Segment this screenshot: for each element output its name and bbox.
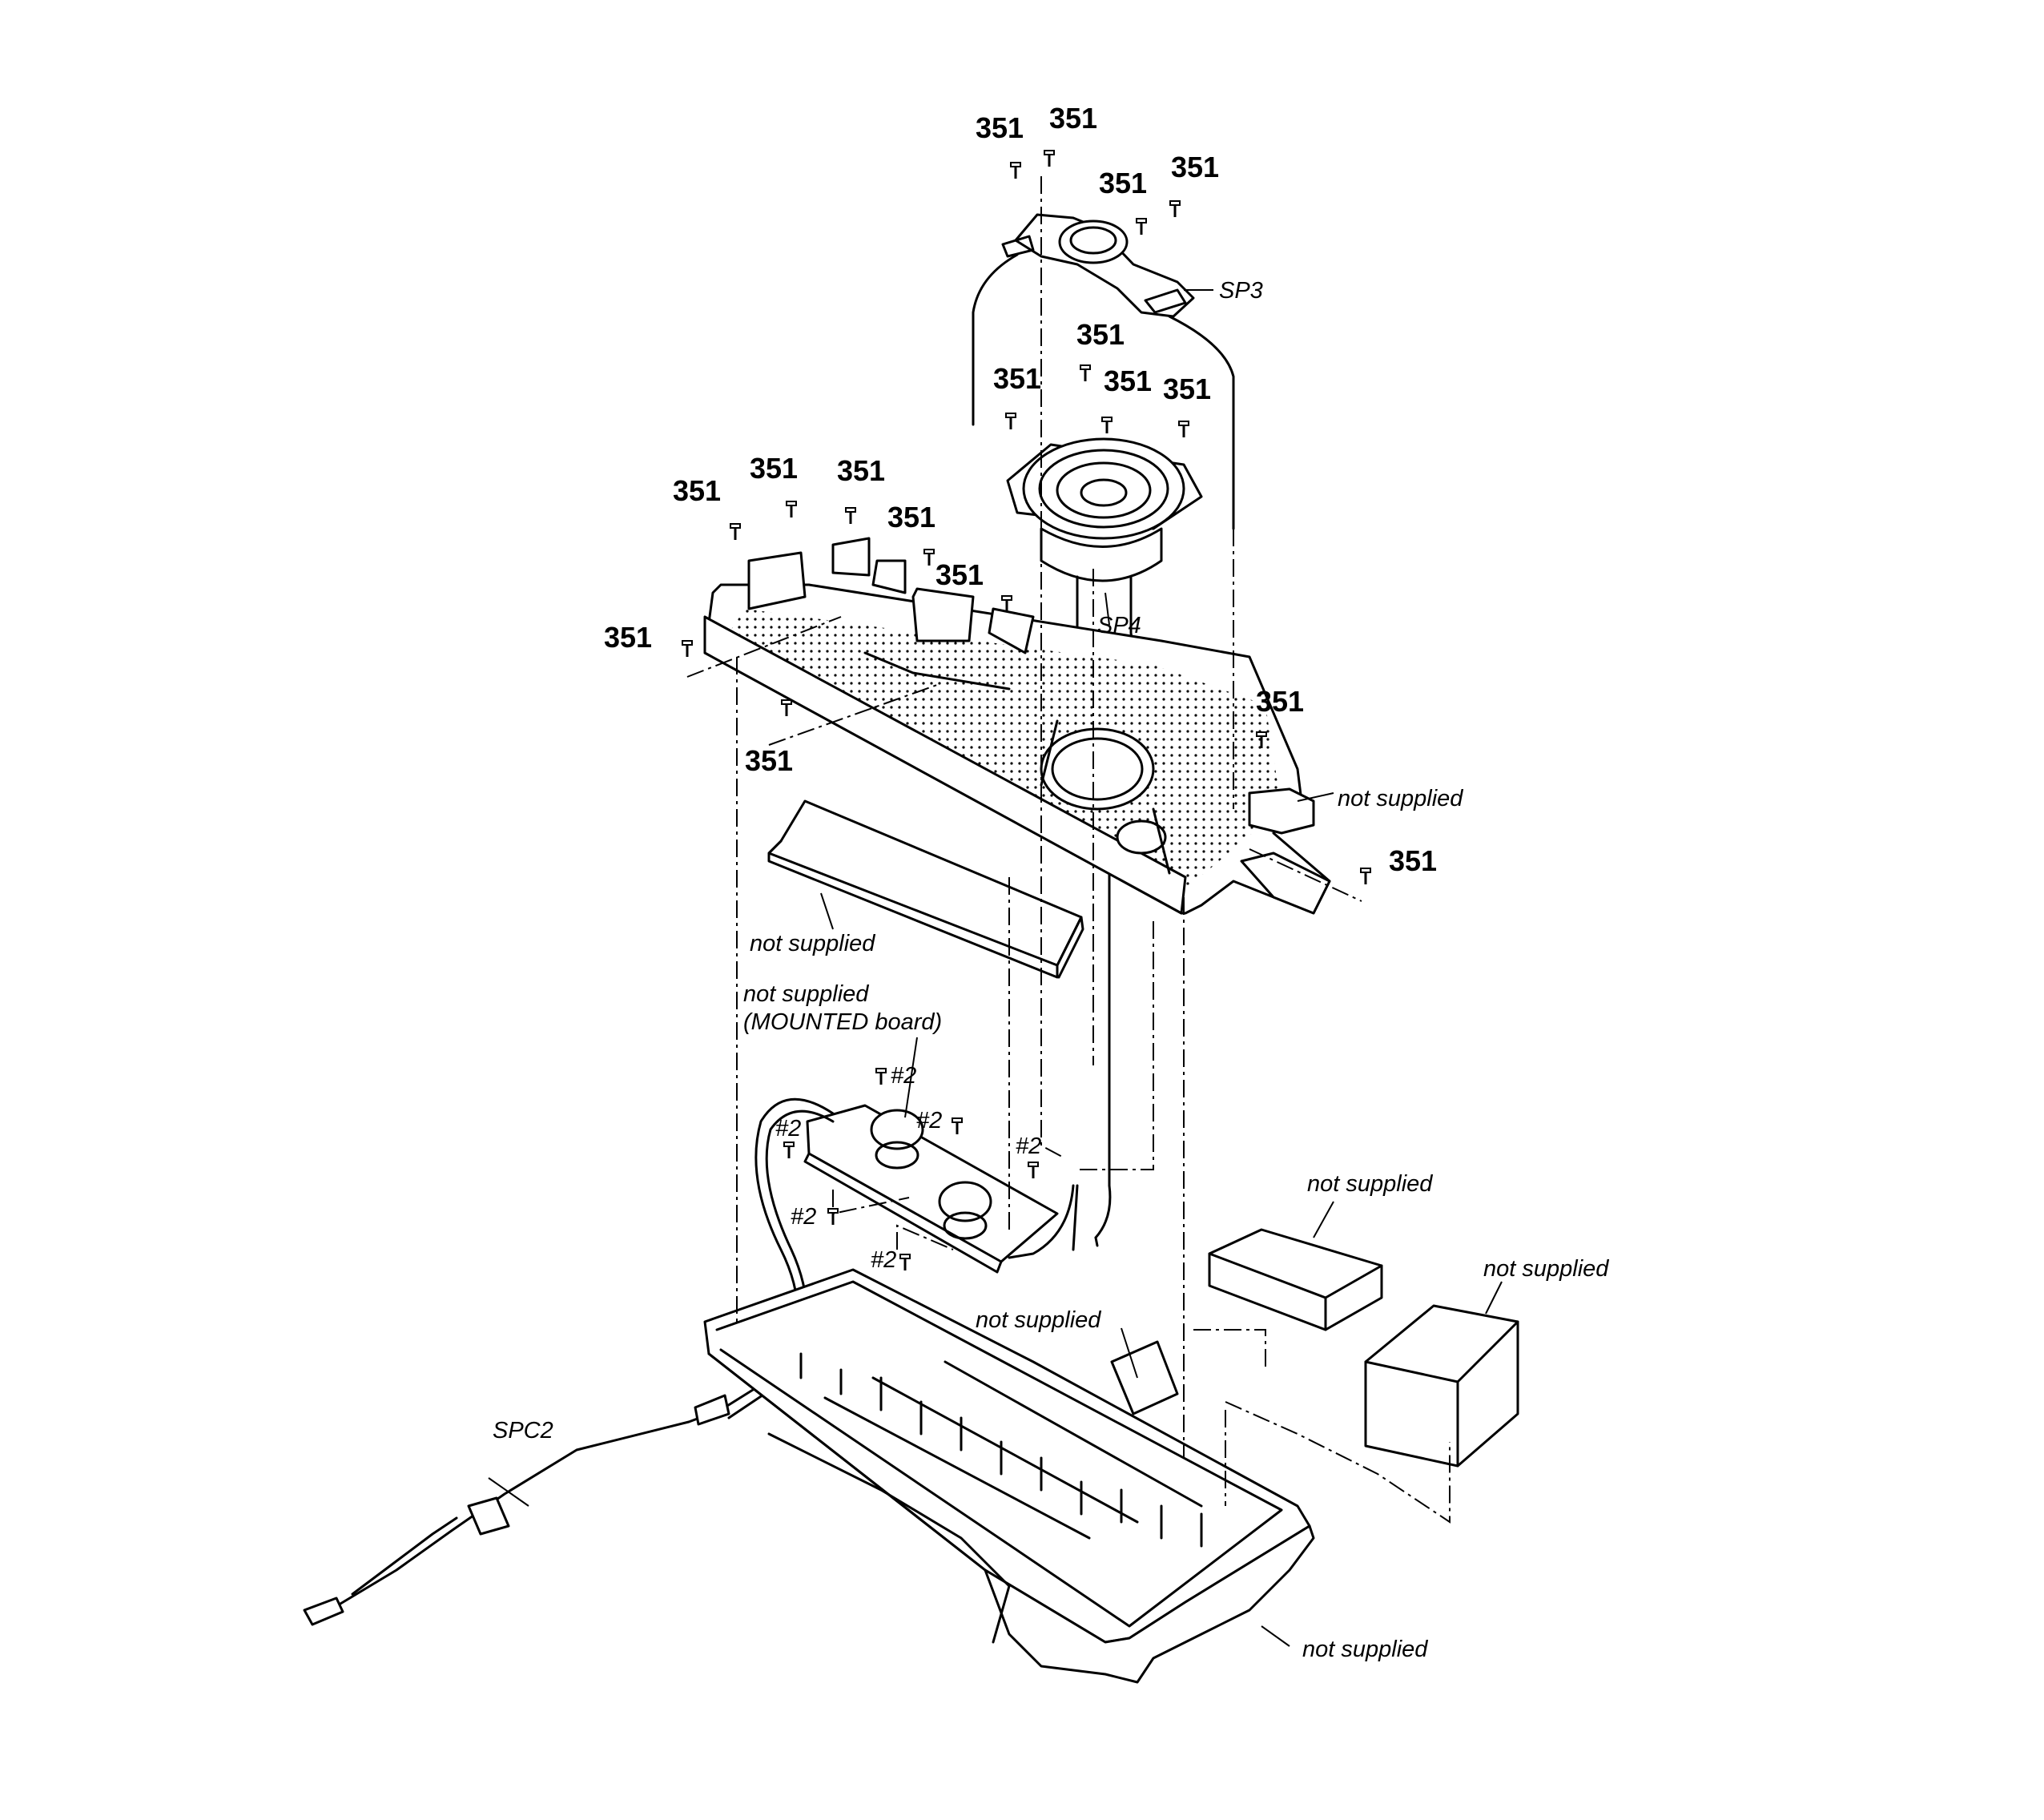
woofer-sp4 (1006, 437, 1203, 642)
speaker-baffle-panel (703, 537, 1331, 915)
label-351: 351 (935, 558, 984, 591)
reference-labels: SP3 SP4 SPC2 not supplied not supplied n… (493, 278, 1609, 1662)
leader-lines (488, 289, 1503, 1647)
label-351: 351 (887, 501, 935, 534)
label-not-supplied: not supplied (1338, 786, 1463, 811)
label-spc2: SPC2 (493, 1418, 553, 1444)
label-351: 351 (1163, 372, 1211, 405)
label-351: 351 (1389, 844, 1437, 877)
assembly-guide-lines (686, 176, 1451, 1524)
label-351: 351 (1049, 102, 1097, 135)
label-not-supplied: not supplied (1483, 1256, 1609, 1282)
label-sp3: SP3 (1219, 278, 1263, 304)
foam-pad-right-upper (1208, 1228, 1383, 1331)
tweeter-sp3 (1001, 213, 1195, 318)
label-screw-2: #2 (916, 1108, 942, 1133)
label-not-supplied: not supplied (1302, 1637, 1428, 1662)
foam-pad-right-lower (1364, 1304, 1519, 1468)
foam-piece-small (1110, 1340, 1179, 1415)
part-number-labels: 351 351 351 351 351 351 351 351 351 351 … (604, 102, 1437, 1273)
bottom-cabinet (703, 1268, 1315, 1684)
label-351: 351 (745, 744, 793, 777)
label-351: 351 (1076, 318, 1125, 351)
label-351: 351 (993, 362, 1041, 395)
label-screw-2: #2 (791, 1204, 816, 1230)
label-screw-2: #2 (775, 1116, 801, 1142)
label-351: 351 (604, 621, 652, 654)
label-351: 351 (837, 454, 885, 487)
label-not-supplied: not supplied (976, 1307, 1101, 1333)
label-not-supplied: not supplied (750, 931, 875, 956)
label-351: 351 (1256, 685, 1304, 718)
label-mounted-board: (MOUNTED board) (743, 1009, 942, 1035)
mounted-circuit-board (803, 1104, 1059, 1274)
label-351: 351 (976, 111, 1024, 144)
label-screw-2: #2 (891, 1063, 916, 1089)
label-351: 351 (750, 452, 798, 485)
label-sp4: SP4 (1097, 613, 1141, 638)
foam-pad-upper (767, 799, 1084, 979)
label-screw-2: #2 (1016, 1133, 1041, 1159)
label-351: 351 (1171, 151, 1219, 183)
label-351: 351 (673, 474, 721, 507)
label-351: 351 (1104, 364, 1152, 397)
label-not-supplied: not supplied (743, 981, 869, 1007)
label-screw-2: #2 (871, 1247, 896, 1273)
label-351: 351 (1099, 167, 1147, 199)
label-not-supplied: not supplied (1307, 1171, 1433, 1197)
